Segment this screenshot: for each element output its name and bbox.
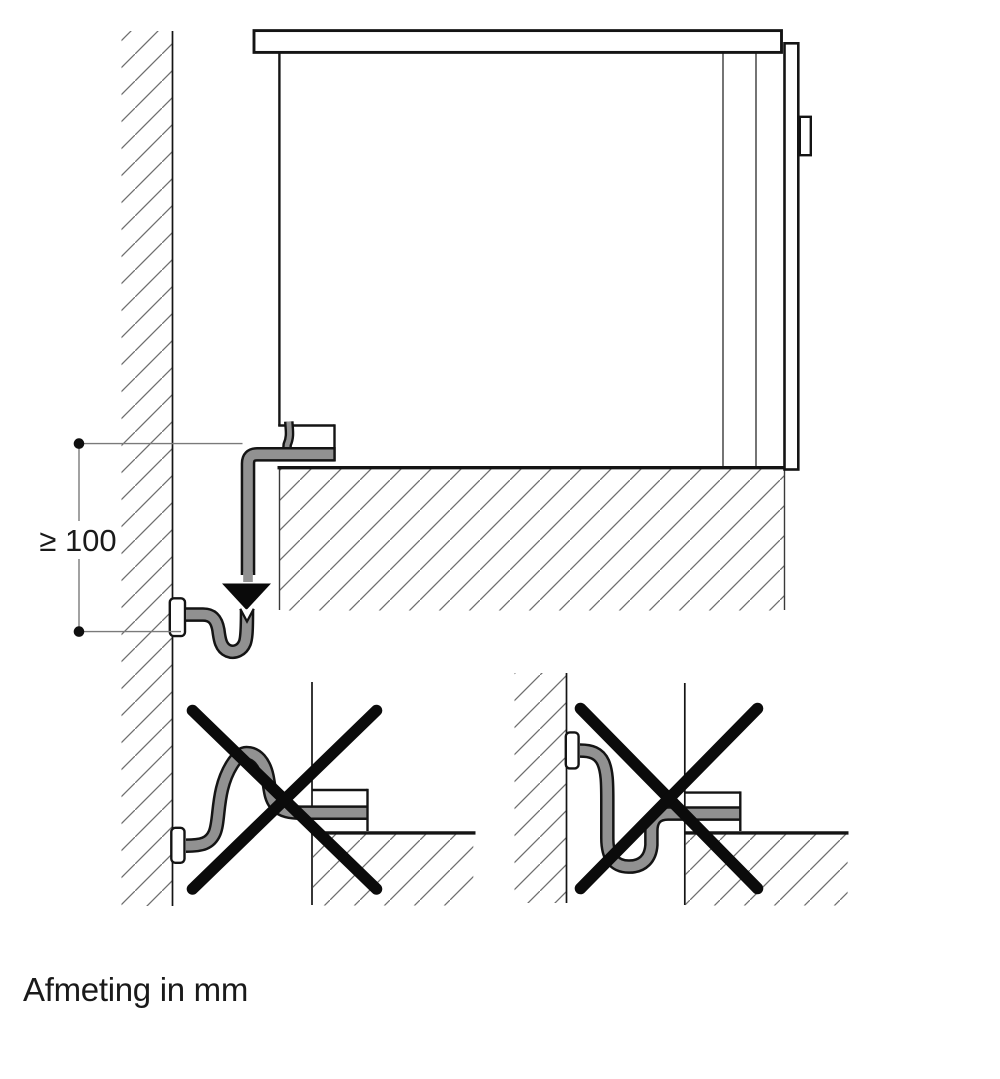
- wrong-example-right: [514, 673, 849, 906]
- worktop-hatch: [279, 469, 785, 611]
- door-handle: [798, 115, 812, 157]
- hose-downpipe: [243, 449, 335, 575]
- dimension-annotation: ≥ 100: [39, 438, 243, 637]
- drain-hose-correct: [168, 421, 336, 660]
- appliance-outline: [252, 29, 812, 471]
- cross-out-icon-left: [186, 704, 383, 895]
- wall-hatch: [121, 31, 173, 906]
- dimension-dot-top: [73, 438, 85, 449]
- wrong-example-left: [170, 682, 476, 906]
- hose-notch-outline: [239, 608, 255, 624]
- hose-notch: [240, 609, 254, 621]
- hose-tip: [243, 572, 253, 582]
- wall-hatch-right: [514, 673, 566, 903]
- worktop-section: [277, 466, 786, 611]
- caption: Afmeting in mm: [23, 971, 248, 1008]
- wall-drain-outlet: [168, 597, 187, 638]
- appliance-top-panel: [252, 29, 783, 54]
- dimension-label: ≥ 100: [39, 523, 116, 558]
- appliance-door: [783, 41, 800, 471]
- dimension-dot-bottom: [73, 626, 85, 637]
- wall-drain-outlet-right: [564, 731, 580, 770]
- wall-section: [121, 31, 174, 906]
- hose-appliance-stub: [284, 421, 292, 451]
- cross-out-icon-right: [574, 702, 764, 895]
- siphon-trap: [186, 609, 252, 657]
- wall-drain-outlet-left: [170, 826, 186, 864]
- flow-direction-arrow-icon: [222, 583, 271, 610]
- dimension-label-mask: [40, 521, 117, 559]
